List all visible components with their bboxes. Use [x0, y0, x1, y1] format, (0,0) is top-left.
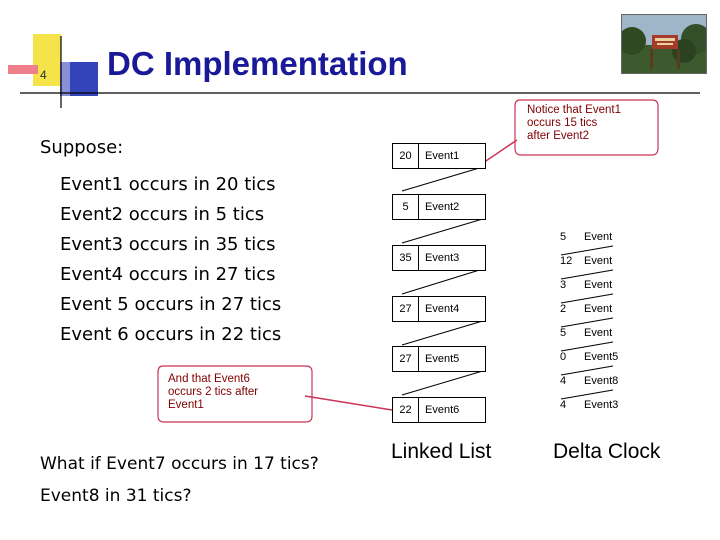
- delta-event: Event: [584, 279, 612, 291]
- suppose-label: Suppose:: [40, 137, 123, 158]
- linked-list-node: 20 Event1: [392, 143, 486, 169]
- node-event: Event3: [419, 246, 485, 270]
- linked-list-node: 5 Event2: [392, 194, 486, 220]
- linked-list-node: 27 Event4: [392, 296, 486, 322]
- event-line-2: Event2 occurs in 5 tics: [60, 204, 264, 225]
- delta-tics: 4: [560, 399, 566, 411]
- event-line-5: Event 5 occurs in 27 tics: [60, 294, 281, 315]
- delta-event: Event5: [584, 351, 618, 363]
- delta-tics: 0: [560, 351, 566, 363]
- delta-clock-caption: Delta Clock: [553, 440, 660, 464]
- delta-event: Event: [584, 255, 612, 267]
- delta-tics: 2: [560, 303, 566, 315]
- event-line-3: Event3 occurs in 35 tics: [60, 234, 276, 255]
- question-event7: What if Event7 occurs in 17 tics?: [40, 454, 319, 474]
- node-tics: 27: [393, 297, 419, 321]
- linked-list-node: 35 Event3: [392, 245, 486, 271]
- delta-tics: 4: [560, 375, 566, 387]
- node-tics: 20: [393, 144, 419, 168]
- callout-bottom: And that Event6 occurs 2 tics after Even…: [168, 373, 258, 412]
- delta-tics: 5: [560, 327, 566, 339]
- delta-event: Event3: [584, 399, 618, 411]
- callout-top-line: Notice that Event1: [527, 104, 621, 117]
- accent-blue-square: [68, 62, 98, 96]
- callout-top-line: after Event2: [527, 130, 621, 143]
- node-event: Event6: [419, 398, 485, 422]
- node-tics: 35: [393, 246, 419, 270]
- accent-yellow-square: [33, 34, 61, 86]
- event-line-6: Event 6 occurs in 22 tics: [60, 324, 281, 345]
- callout-top: Notice that Event1 occurs 15 tics after …: [527, 104, 621, 143]
- node-tics: 27: [393, 347, 419, 371]
- callout-bottom-line: And that Event6: [168, 373, 258, 386]
- node-event: Event1: [419, 144, 485, 168]
- question-event8: Event8 in 31 tics?: [40, 486, 191, 506]
- delta-tics: 3: [560, 279, 566, 291]
- node-event: Event4: [419, 297, 485, 321]
- node-tics: 22: [393, 398, 419, 422]
- linked-list-node: 27 Event5: [392, 346, 486, 372]
- delta-tics: 5: [560, 231, 566, 243]
- callout-bottom-line: Event1: [168, 399, 258, 412]
- header-photo: [621, 14, 707, 74]
- callout-bottom-line: occurs 2 tics after: [168, 386, 258, 399]
- linked-list-caption: Linked List: [391, 440, 491, 464]
- slide-number: 4: [40, 68, 47, 82]
- node-event: Event5: [419, 347, 485, 371]
- node-event: Event2: [419, 195, 485, 219]
- delta-event: Event: [584, 303, 612, 315]
- page-title: DC Implementation: [107, 45, 408, 83]
- event-line-1: Event1 occurs in 20 tics: [60, 174, 276, 195]
- event-line-4: Event4 occurs in 27 tics: [60, 264, 276, 285]
- delta-event: Event8: [584, 375, 618, 387]
- accent-red-bar: [8, 65, 38, 74]
- delta-event: Event: [584, 231, 612, 243]
- linked-list-node: 22 Event6: [392, 397, 486, 423]
- delta-tics: 12: [560, 255, 572, 267]
- node-tics: 5: [393, 195, 419, 219]
- callout-top-line: occurs 15 tics: [527, 117, 621, 130]
- delta-event: Event: [584, 327, 612, 339]
- callout-bottom-pointer: [305, 396, 392, 410]
